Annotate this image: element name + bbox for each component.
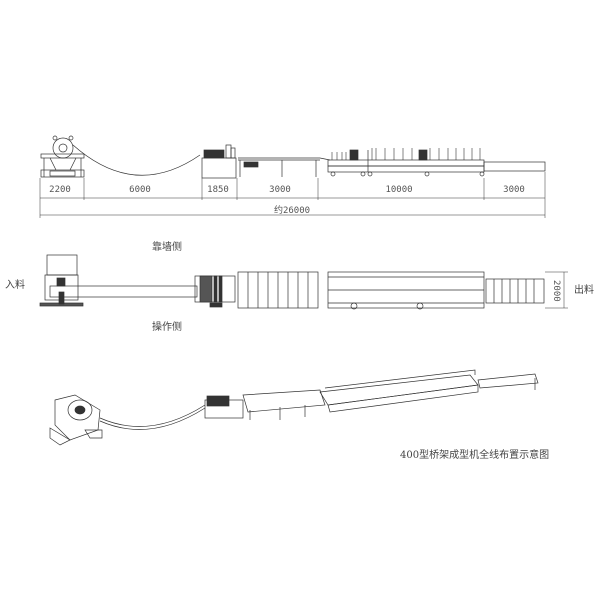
strip-loop: [72, 144, 201, 176]
width-dimension-label: 2000: [551, 280, 561, 302]
leveler-plan: [194, 275, 236, 308]
runout-table-plan: [485, 278, 545, 304]
dim-leveler: 1850: [207, 185, 229, 195]
drawing-caption: 400型桥架成型机全线布置示意图: [400, 450, 550, 461]
strip-plan: [49, 285, 198, 298]
dim-feed-table: 3000: [269, 185, 291, 195]
outlet-label: 出料: [574, 285, 594, 296]
dim-loop: 6000: [129, 185, 151, 195]
dim-forming-machine: 10000: [385, 185, 413, 195]
dim-decoiler: 2200: [49, 185, 71, 195]
forming-machine-elevation: [327, 149, 485, 177]
feed-table-plan: [237, 271, 319, 309]
decoiler-plan: [39, 254, 84, 307]
forming-stands: [331, 148, 481, 160]
forming-machine-plan: [327, 271, 485, 310]
dim-runout-table: 3000: [503, 185, 525, 195]
leveler-iso: [204, 395, 244, 419]
feed-table-elevation: [238, 157, 320, 177]
strip-loop-iso: [99, 404, 206, 427]
decoiler-elevation: [40, 135, 85, 178]
runout-table-iso: [477, 373, 539, 390]
feed-table-iso: [242, 389, 326, 420]
width-dimension: [545, 271, 568, 309]
dimension-lines: [39, 172, 546, 218]
leveler-elevation: [201, 144, 237, 179]
decoiler-iso: [49, 394, 103, 446]
dim-total-length: 约26000: [273, 206, 311, 216]
inlet-label: 入料: [5, 280, 25, 291]
operation-side-label: 操作侧: [152, 322, 182, 333]
forming-machine-iso: [319, 369, 479, 413]
wall-side-label: 靠墙侧: [152, 242, 182, 253]
runout-table-elevation: [483, 161, 546, 172]
